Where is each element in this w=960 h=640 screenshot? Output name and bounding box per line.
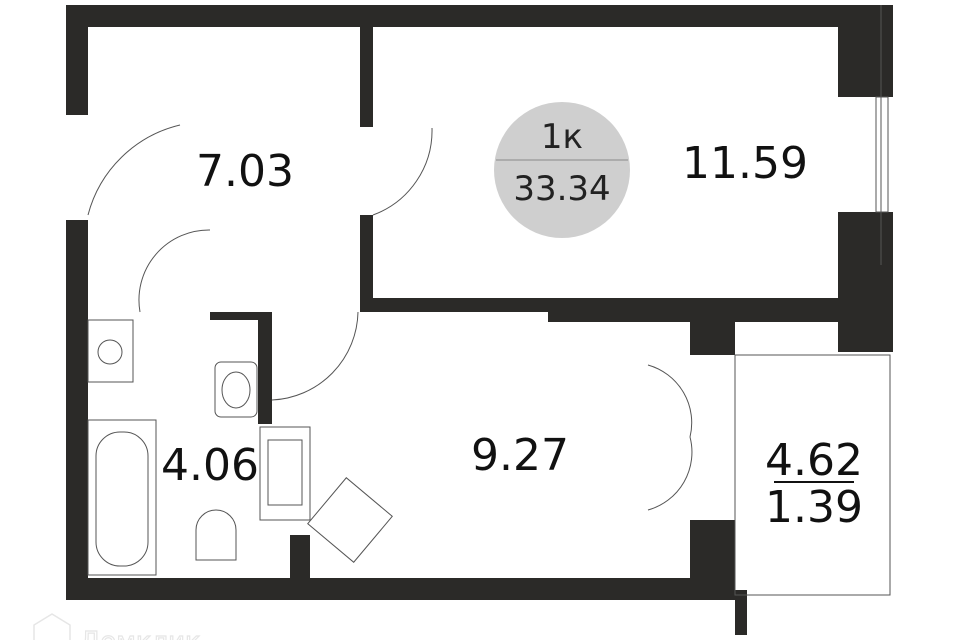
- house-logo-icon: [33, 613, 71, 640]
- balcony-area: 4.62: [765, 435, 863, 486]
- sink-icon: [214, 361, 258, 418]
- stove-icon: [259, 426, 311, 521]
- room-area-hall: 7.03: [196, 146, 294, 197]
- washing-machine-icon: [87, 319, 134, 383]
- room-area-kitchen: 9.27: [471, 430, 569, 481]
- thin-lines: [87, 5, 891, 596]
- watermark: Домклик: [33, 613, 201, 640]
- toilet-icon: [195, 509, 237, 561]
- balcony-reduced-area: 1.39: [765, 482, 863, 533]
- area-badge: 1к 33.34: [494, 102, 630, 238]
- fixtures: [87, 319, 393, 576]
- walls: [66, 5, 893, 635]
- shower-icon: [307, 477, 393, 563]
- room-area-bedroom: 11.59: [682, 138, 808, 189]
- badge-rooms: 1к: [541, 117, 583, 157]
- watermark-text: Домклик: [80, 627, 201, 640]
- badge-total-area: 33.34: [513, 169, 610, 209]
- bathtub-icon: [87, 419, 157, 576]
- room-area-bathroom: 4.06: [161, 440, 259, 491]
